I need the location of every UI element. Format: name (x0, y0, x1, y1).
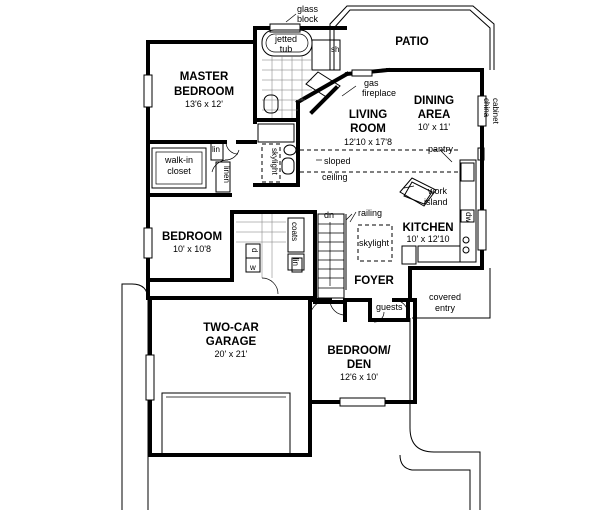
room-labels: PATIO MASTER BEDROOM 13'6 x 12' DINING A… (162, 36, 454, 382)
dim-den: 12'6 x 10' (340, 372, 378, 382)
dim-master: 13'6 x 12' (185, 99, 223, 109)
dim-living: 12'10 x 17'8 (344, 137, 392, 147)
hall-tub (257, 123, 295, 143)
vanity (305, 71, 341, 99)
note-china: china (482, 98, 491, 118)
note-skylight-bath: skylight (270, 148, 279, 175)
dim-dining: 10' x 11' (418, 122, 451, 132)
note-dw: dw (464, 212, 473, 222)
laundry (236, 214, 305, 295)
master-bath (257, 29, 341, 175)
label-den-2: DEN (347, 359, 371, 371)
note-dn: dn (324, 210, 334, 220)
note-guests: guests (376, 302, 403, 312)
leaders (285, 13, 453, 221)
walk-in-closet (151, 141, 240, 193)
note-fireplace: fireplace (362, 88, 396, 98)
note-d: d (250, 248, 259, 252)
note-sloped: sloped (324, 156, 351, 166)
note-covered: covered (429, 292, 461, 302)
note-coats: coats (290, 222, 299, 241)
note-ceiling: ceiling (322, 172, 348, 182)
note-entry: entry (435, 303, 456, 313)
dim-bedroom: 10' x 10'8 (173, 244, 211, 254)
foyer-skylight (357, 224, 393, 262)
label-dining-2: AREA (418, 109, 451, 121)
label-bedroom: BEDROOM (162, 231, 222, 243)
label-master-2: BEDROOM (174, 86, 234, 98)
door-swings (225, 141, 409, 323)
note-linen: linen (222, 166, 231, 183)
note-gas: gas (364, 78, 379, 88)
shower (311, 39, 341, 71)
label-master-1: MASTER (180, 71, 229, 83)
note-glass: glass (297, 4, 319, 14)
label-garage-2: GARAGE (206, 336, 257, 348)
windows (143, 23, 487, 407)
label-den-1: BEDROOM/ (327, 345, 391, 357)
label-dining-1: DINING (414, 95, 454, 107)
notes: glass block jetted tub sh gas fireplace … (164, 4, 500, 313)
dim-kitchen: 10' x 12'10 (407, 234, 450, 244)
kitchen (399, 147, 485, 265)
note-lin-top: lin (212, 145, 220, 154)
note-cabinet: cabinet (491, 98, 500, 125)
stairs (317, 211, 357, 299)
note-walkin: walk-in (164, 155, 193, 165)
toilet (263, 94, 279, 114)
note-pantry: pantry (428, 144, 454, 154)
label-garage-1: TWO-CAR (203, 322, 259, 334)
note-railing: railing (358, 208, 382, 218)
garage-door (161, 392, 291, 456)
dim-garage: 20' x 21' (215, 349, 248, 359)
note-lin-bottom: lin (291, 258, 300, 266)
label-living-2: ROOM (350, 123, 386, 135)
note-work: work (427, 186, 448, 196)
note-jetted: jetted (274, 34, 297, 44)
label-patio: PATIO (395, 36, 428, 48)
label-foyer: FOYER (354, 275, 394, 287)
note-island: island (424, 197, 448, 207)
note-sh: sh (331, 45, 339, 54)
note-tub: tub (280, 44, 293, 54)
tile-grid (262, 56, 312, 118)
label-kitchen: KITCHEN (402, 222, 453, 234)
note-block: block (297, 14, 319, 24)
note-closet: closet (167, 166, 191, 176)
patio (329, 5, 495, 70)
label-living-1: LIVING (349, 109, 387, 121)
note-skylight: skylight (359, 238, 390, 248)
note-w: w (249, 263, 256, 272)
